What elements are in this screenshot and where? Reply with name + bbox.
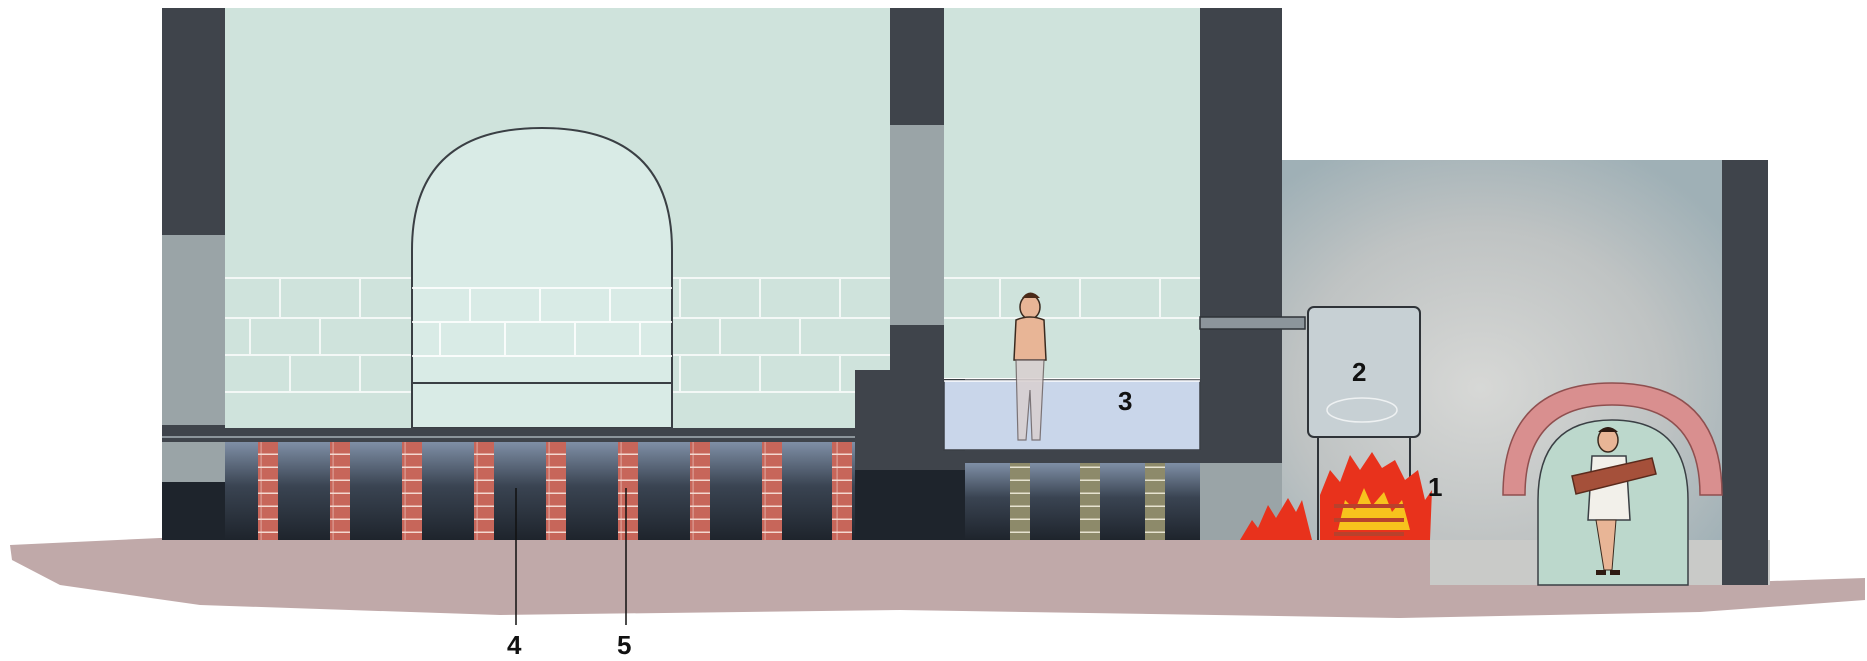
furnace-wall (1200, 8, 1282, 463)
floor-slab (162, 428, 855, 442)
label-1: 1 (1428, 472, 1442, 502)
praefurnium-right-wall (1722, 160, 1768, 585)
pilae-stacks (258, 442, 852, 540)
pool-slab (965, 450, 1295, 463)
pipe (1200, 317, 1305, 329)
hypocaust-void (225, 442, 855, 540)
label-2: 2 (1352, 357, 1366, 387)
pool-water (944, 380, 1200, 450)
pool-room (944, 8, 1200, 378)
label-4: 4 (507, 630, 522, 660)
label-5: 5 (617, 630, 631, 660)
label-3: 3 (1118, 386, 1132, 416)
